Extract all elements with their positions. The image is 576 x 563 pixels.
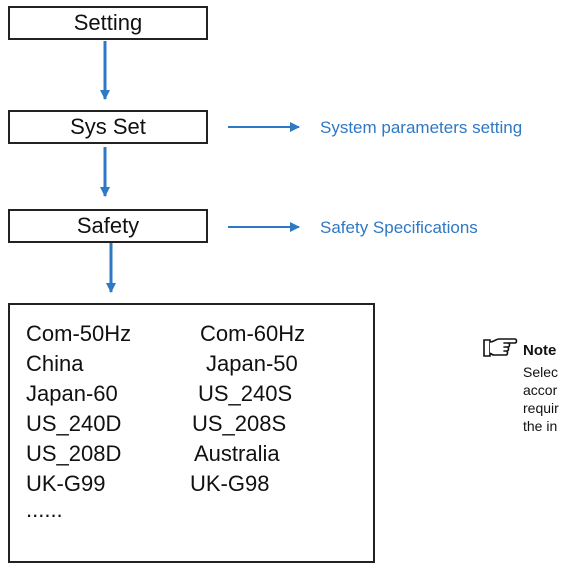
safety-description: Safety Specifications xyxy=(320,218,478,237)
option-us-208d: US_208D xyxy=(26,441,122,466)
option-uk-g99: UK-G99 xyxy=(26,471,106,496)
note-body: Selec accor requir the in xyxy=(523,363,576,435)
option-com-50hz: Com-50Hz xyxy=(26,321,132,346)
option-china: China xyxy=(26,351,84,376)
note-title: Note xyxy=(523,342,557,359)
sys-set-label: Sys Set xyxy=(70,114,146,139)
note-line: requir xyxy=(523,400,559,416)
option-japan-60: Japan-60 xyxy=(26,381,118,406)
note-line: accor xyxy=(523,382,558,398)
option-us-208s: US_208S xyxy=(192,411,287,436)
note-line: Selec xyxy=(523,364,559,380)
option-us-240s: US_240S xyxy=(198,381,293,406)
setting-box: Setting xyxy=(8,6,208,40)
option-japan-50: Japan-50 xyxy=(206,351,298,376)
option-uk-g98: UK-G98 xyxy=(190,471,270,496)
setting-label: Setting xyxy=(73,10,143,35)
option-australia: Australia xyxy=(194,441,280,466)
safety-options-box: Com-50Hz Com-60Hz China Japan-50 Japan-6… xyxy=(8,303,375,563)
flow-connectors xyxy=(100,41,300,293)
sys-set-description: System parameters setting xyxy=(320,118,523,137)
note-line: the in xyxy=(523,418,558,434)
option-us-240d: US_240D xyxy=(26,411,122,436)
pointing-hand-icon xyxy=(482,336,518,365)
safety-box: Safety xyxy=(8,209,208,243)
more-options-ellipsis: ...... xyxy=(26,497,63,522)
option-com-60hz: Com-60Hz xyxy=(200,321,306,346)
sys-set-box: Sys Set xyxy=(8,110,208,144)
safety-label: Safety xyxy=(76,213,140,238)
